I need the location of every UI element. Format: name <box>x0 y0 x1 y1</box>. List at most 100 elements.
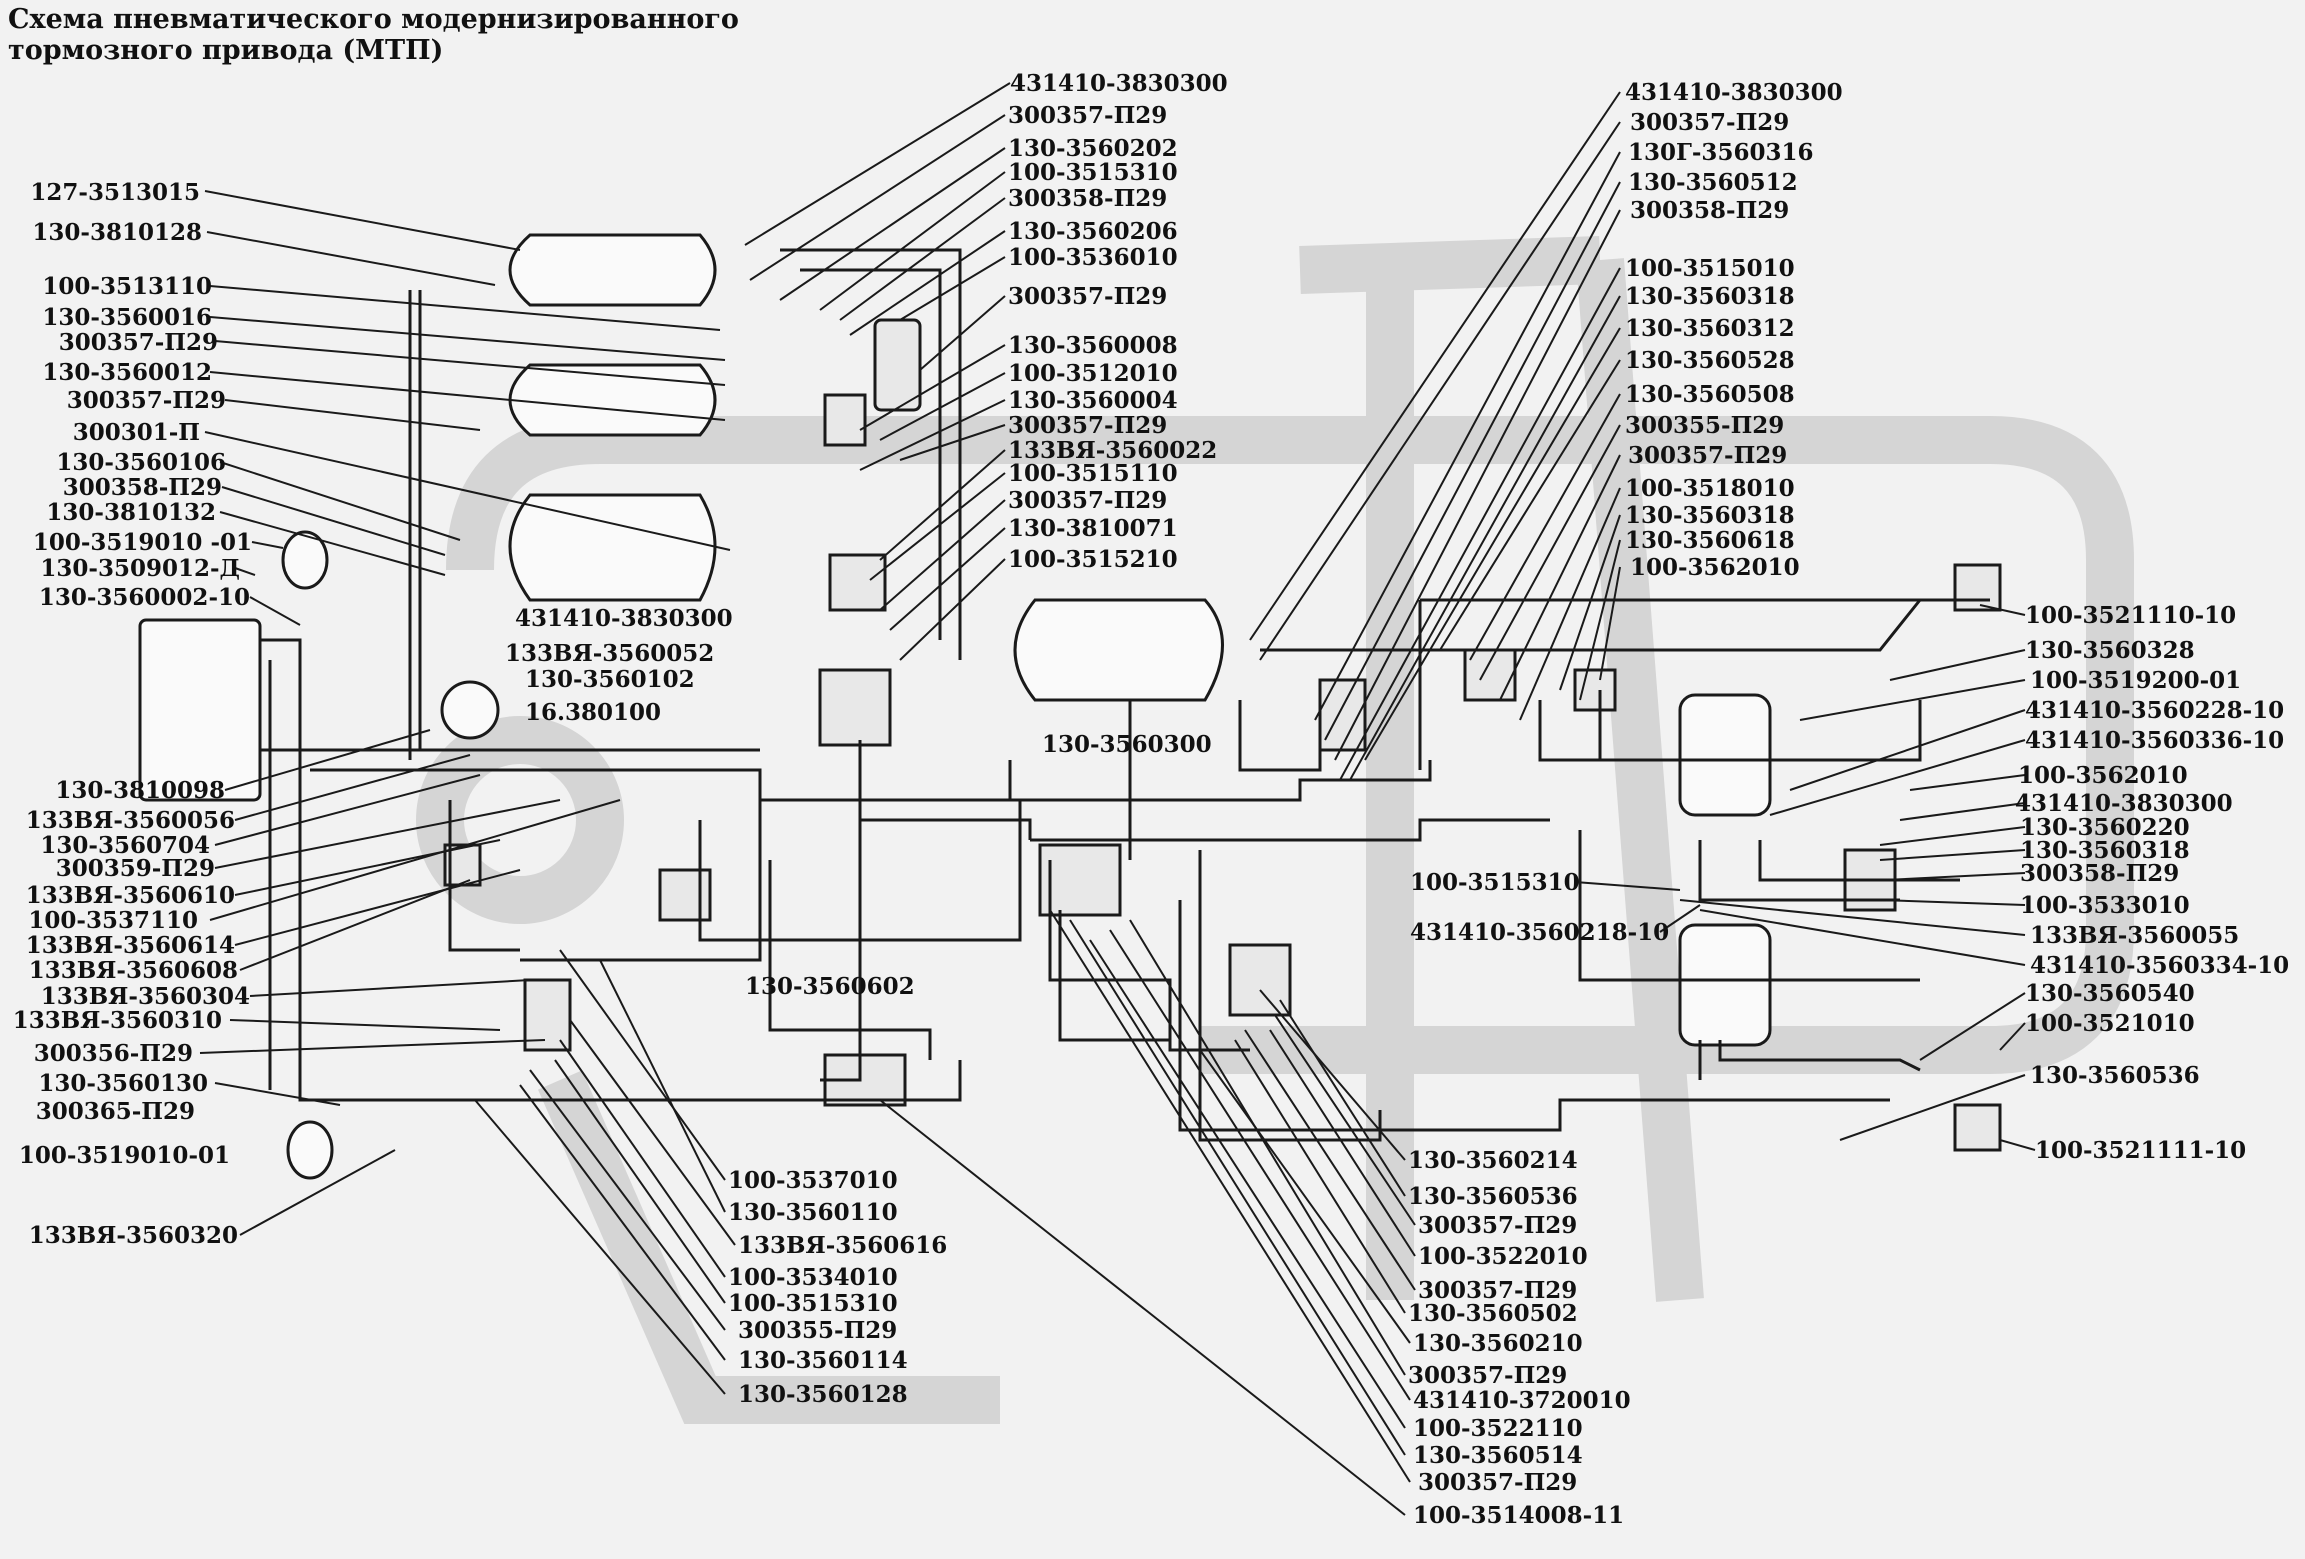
label-top-center: 300357-П29 <box>1008 283 1167 310</box>
label-top-right: 300358-П29 <box>1630 197 1789 224</box>
label-left: 300301-П <box>73 419 200 446</box>
valve-left-bottom <box>523 978 572 1052</box>
brake-chamber-left-lower <box>286 1120 334 1180</box>
pressure-gauge <box>440 680 500 740</box>
brake-chamber-right-upper <box>1678 693 1772 817</box>
label-top-center: 130-3560008 <box>1008 332 1178 359</box>
label-bottom-left: 100-3515310 <box>728 1290 898 1317</box>
label-bottom-right: 130-3560502 <box>1408 1300 1578 1327</box>
label-top-center: 133ВЯ-3560022 <box>1008 437 1217 464</box>
brake-chamber-left-upper <box>281 530 329 590</box>
label-bottom-right: 431410-3720010 <box>1413 1387 1631 1414</box>
label-bottom-left: 130-3560114 <box>738 1347 908 1374</box>
air-tanks <box>138 233 1772 1180</box>
label-left: 100-3513110 <box>42 273 212 300</box>
label-top-right: 300355-П29 <box>1625 412 1784 439</box>
label-bottom-right: 100-3522110 <box>1413 1415 1583 1442</box>
label-left: 133ВЯ-3560320 <box>29 1222 238 1249</box>
label-bottom-right: 100-3522010 <box>1418 1243 1588 1270</box>
label-top-right: 431410-3830300 <box>1625 79 1843 106</box>
label-right: 100-3562010 <box>2018 762 2188 789</box>
label-right: 130-3560536 <box>2030 1062 2200 1089</box>
label-left: 300358-П29 <box>63 474 222 501</box>
label-mid-right: 431410-3560218-10 <box>1410 919 1669 946</box>
label-left: 300357-П29 <box>59 329 218 356</box>
label-top-center: 300358-П29 <box>1008 185 1167 212</box>
label-top-right: 130-3560512 <box>1628 169 1798 196</box>
label-left: 100-3519010 -01 <box>33 529 252 556</box>
valve-right-top-3 <box>1573 668 1617 712</box>
label-top-center: 130-3560206 <box>1008 218 1178 245</box>
label-top-center: 100-3512010 <box>1008 360 1178 387</box>
label-top-right: 130Г-3560316 <box>1628 139 1813 166</box>
label-top-right: 100-3562010 <box>1630 554 1800 581</box>
receiver-tank-3 <box>508 493 717 602</box>
label-left: 300357-П29 <box>67 387 226 414</box>
label-inner: 431410-3830300 <box>515 605 733 632</box>
label-top-right: 130-3560508 <box>1625 381 1795 408</box>
label-top-center: 100-3536010 <box>1008 244 1178 271</box>
label-top-right: 100-3518010 <box>1625 475 1795 502</box>
label-top-center: 130-3560202 <box>1008 135 1178 162</box>
label-left: 130-3810128 <box>32 219 202 246</box>
label-left: 100-3537110 <box>28 907 198 934</box>
label-bottom-right: 130-3560214 <box>1408 1147 1578 1174</box>
label-top-center: 100-3515310 <box>1008 159 1178 186</box>
label-bottom-right: 100-3514008-11 <box>1413 1502 1624 1529</box>
label-left: 130-3560704 <box>40 832 210 859</box>
label-right: 431410-3830300 <box>2015 790 2233 817</box>
label-left: 133ВЯ-3560608 <box>29 957 238 984</box>
label-top-right: 130-3560318 <box>1625 283 1795 310</box>
label-top-center: 300357-П29 <box>1008 102 1167 129</box>
label-right: 133ВЯ-3560055 <box>2030 922 2239 949</box>
label-right: 130-3560540 <box>2025 980 2195 1007</box>
parking-valve <box>658 868 712 922</box>
coupling-head-bottom <box>1953 1103 2002 1152</box>
coupling-head-top <box>1953 563 2002 612</box>
label-inner: 133ВЯ-3560052 <box>505 640 714 667</box>
leader-lines <box>199 82 2036 1516</box>
label-right: 100-3521110-10 <box>2025 602 2236 629</box>
label-top-center: 130-3560004 <box>1008 387 1178 414</box>
label-top-center: 300357-П29 <box>1008 412 1167 439</box>
label-right: 100-3533010 <box>2020 892 2190 919</box>
title-line-2: тормозного привода (МТП) <box>8 35 444 66</box>
label-left: 133ВЯ-3560056 <box>26 807 235 834</box>
label-left: 130-3509012-Д <box>40 555 240 582</box>
label-bottom-right: 300357-П29 <box>1418 1212 1577 1239</box>
label-inner: 130-3560102 <box>525 666 695 693</box>
label-top-right: 130-3560618 <box>1625 527 1795 554</box>
label-bottom-left: 130-3560128 <box>738 1381 908 1408</box>
label-right: 130-3560220 <box>2020 814 2190 841</box>
label-left: 100-3519010-01 <box>19 1142 230 1169</box>
receiver-tank-1 <box>508 233 717 307</box>
label-right: 100-3521111-10 <box>2035 1137 2246 1164</box>
label-top-center: 130-3810071 <box>1008 515 1178 542</box>
label-left: 130-3810098 <box>55 777 225 804</box>
label-bottom-left: 133ВЯ-3560616 <box>738 1232 947 1259</box>
label-left: 130-3560012 <box>42 359 212 386</box>
label-top-center: 431410-3830300 <box>1010 70 1228 97</box>
label-left: 133ВЯ-3560310 <box>13 1007 222 1034</box>
pneumatic-pipes <box>260 248 1990 1142</box>
label-right: 130-3560328 <box>2025 637 2195 664</box>
label-bottom-left: 100-3537010 <box>728 1167 898 1194</box>
brake-chamber-right-lower <box>1678 923 1772 1047</box>
label-left: 300359-П29 <box>56 855 215 882</box>
protection-valve <box>828 553 887 612</box>
label-inner: 16.380100 <box>525 699 661 726</box>
label-left: 130-3560106 <box>56 449 226 476</box>
label-top-right: 130-3560312 <box>1625 315 1795 342</box>
label-bottom-left: 130-3560110 <box>728 1199 898 1226</box>
label-left: 127-3513015 <box>30 179 200 206</box>
label-bottom-right: 300357-П29 <box>1418 1277 1577 1304</box>
label-right: 100-3519200-01 <box>2030 667 2241 694</box>
label-left: 130-3560002-10 <box>39 584 250 611</box>
page-title: Схема пневматического модернизированного… <box>8 4 739 66</box>
label-mid-right: 100-3515310 <box>1410 869 1580 896</box>
label-left: 130-3560016 <box>42 304 212 331</box>
label-top-center: 300357-П29 <box>1008 487 1167 514</box>
label-bottom-right: 130-3560514 <box>1413 1442 1583 1469</box>
label-top-right: 300357-П29 <box>1628 442 1787 469</box>
